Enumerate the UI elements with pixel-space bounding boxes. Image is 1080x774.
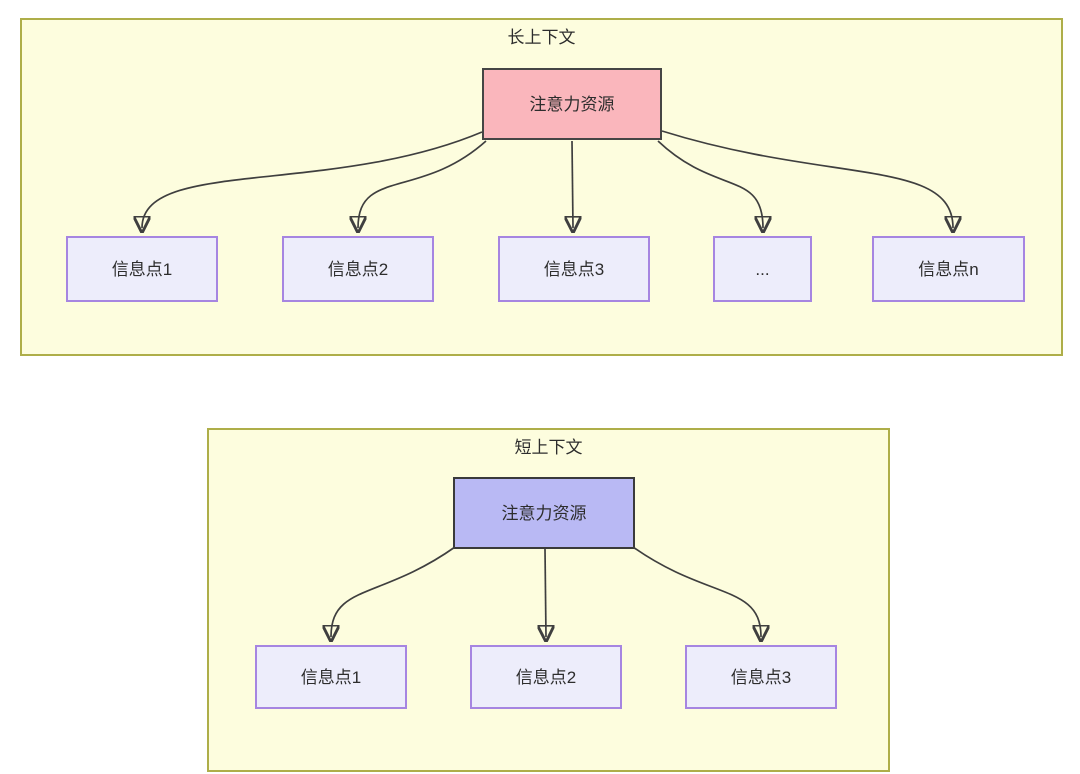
short-context-panel: 短上下文 注意力资源 信息点1 信息点2 信息点3 bbox=[207, 428, 890, 772]
node-label: ... bbox=[755, 259, 770, 279]
short-info-node-3: 信息点3 bbox=[685, 645, 837, 709]
long-context-panel: 长上下文 注意力资源 信息点1 信息点2 信息点3 ... 信息点n bbox=[20, 18, 1063, 356]
long-info-node-2: 信息点2 bbox=[282, 236, 434, 302]
node-label: 信息点2 bbox=[327, 259, 389, 279]
long-attention-node: 注意力资源 bbox=[482, 68, 662, 140]
long-info-node-3: 信息点3 bbox=[498, 236, 650, 302]
long-info-node-1: 信息点1 bbox=[66, 236, 218, 302]
short-info-node-2: 信息点2 bbox=[470, 645, 622, 709]
short-info-node-1: 信息点1 bbox=[255, 645, 407, 709]
node-label: 注意力资源 bbox=[529, 94, 615, 114]
short-context-title: 短上下文 bbox=[514, 438, 583, 457]
node-label: 信息点2 bbox=[515, 667, 577, 687]
node-label: 信息点1 bbox=[111, 259, 173, 279]
short-attention-node: 注意力资源 bbox=[453, 477, 635, 549]
long-context-title: 长上下文 bbox=[507, 28, 576, 47]
long-info-node-ellipsis: ... bbox=[713, 236, 812, 302]
node-label: 注意力资源 bbox=[501, 503, 587, 523]
node-label: 信息点3 bbox=[543, 259, 605, 279]
node-label: 信息点3 bbox=[730, 667, 792, 687]
node-label: 信息点1 bbox=[300, 667, 362, 687]
node-label: 信息点n bbox=[918, 259, 979, 279]
long-info-node-n: 信息点n bbox=[872, 236, 1025, 302]
